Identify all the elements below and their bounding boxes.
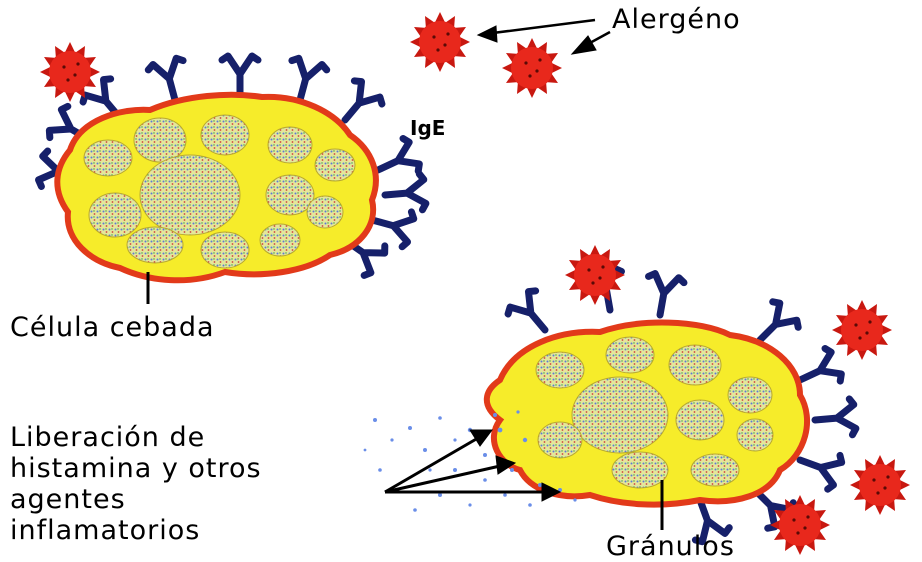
ige-label: IgE bbox=[410, 116, 445, 140]
ige-antibody bbox=[222, 56, 258, 96]
ige-antibody bbox=[642, 272, 684, 318]
ige-antibody bbox=[813, 399, 856, 438]
allergen-particle bbox=[410, 12, 470, 72]
histamine-release-label: Liberación de histamina y otros agentes … bbox=[10, 422, 262, 546]
allergen-particle bbox=[502, 38, 562, 98]
mast-cell-lower bbox=[364, 245, 910, 555]
ige-antibody bbox=[505, 288, 558, 342]
ige-antibody bbox=[383, 174, 426, 213]
free-allergens bbox=[410, 12, 562, 98]
allergen-label: Alergéno bbox=[612, 4, 741, 35]
allergen-particle bbox=[565, 245, 625, 305]
granules-label: Gránulos bbox=[606, 531, 735, 562]
mast-cell-label: Célula cebada bbox=[10, 312, 215, 343]
bound-allergen-upper bbox=[40, 42, 100, 102]
mast-cell-upper bbox=[37, 42, 426, 304]
allergen-particle bbox=[832, 300, 892, 360]
allergen-particle bbox=[850, 455, 910, 515]
